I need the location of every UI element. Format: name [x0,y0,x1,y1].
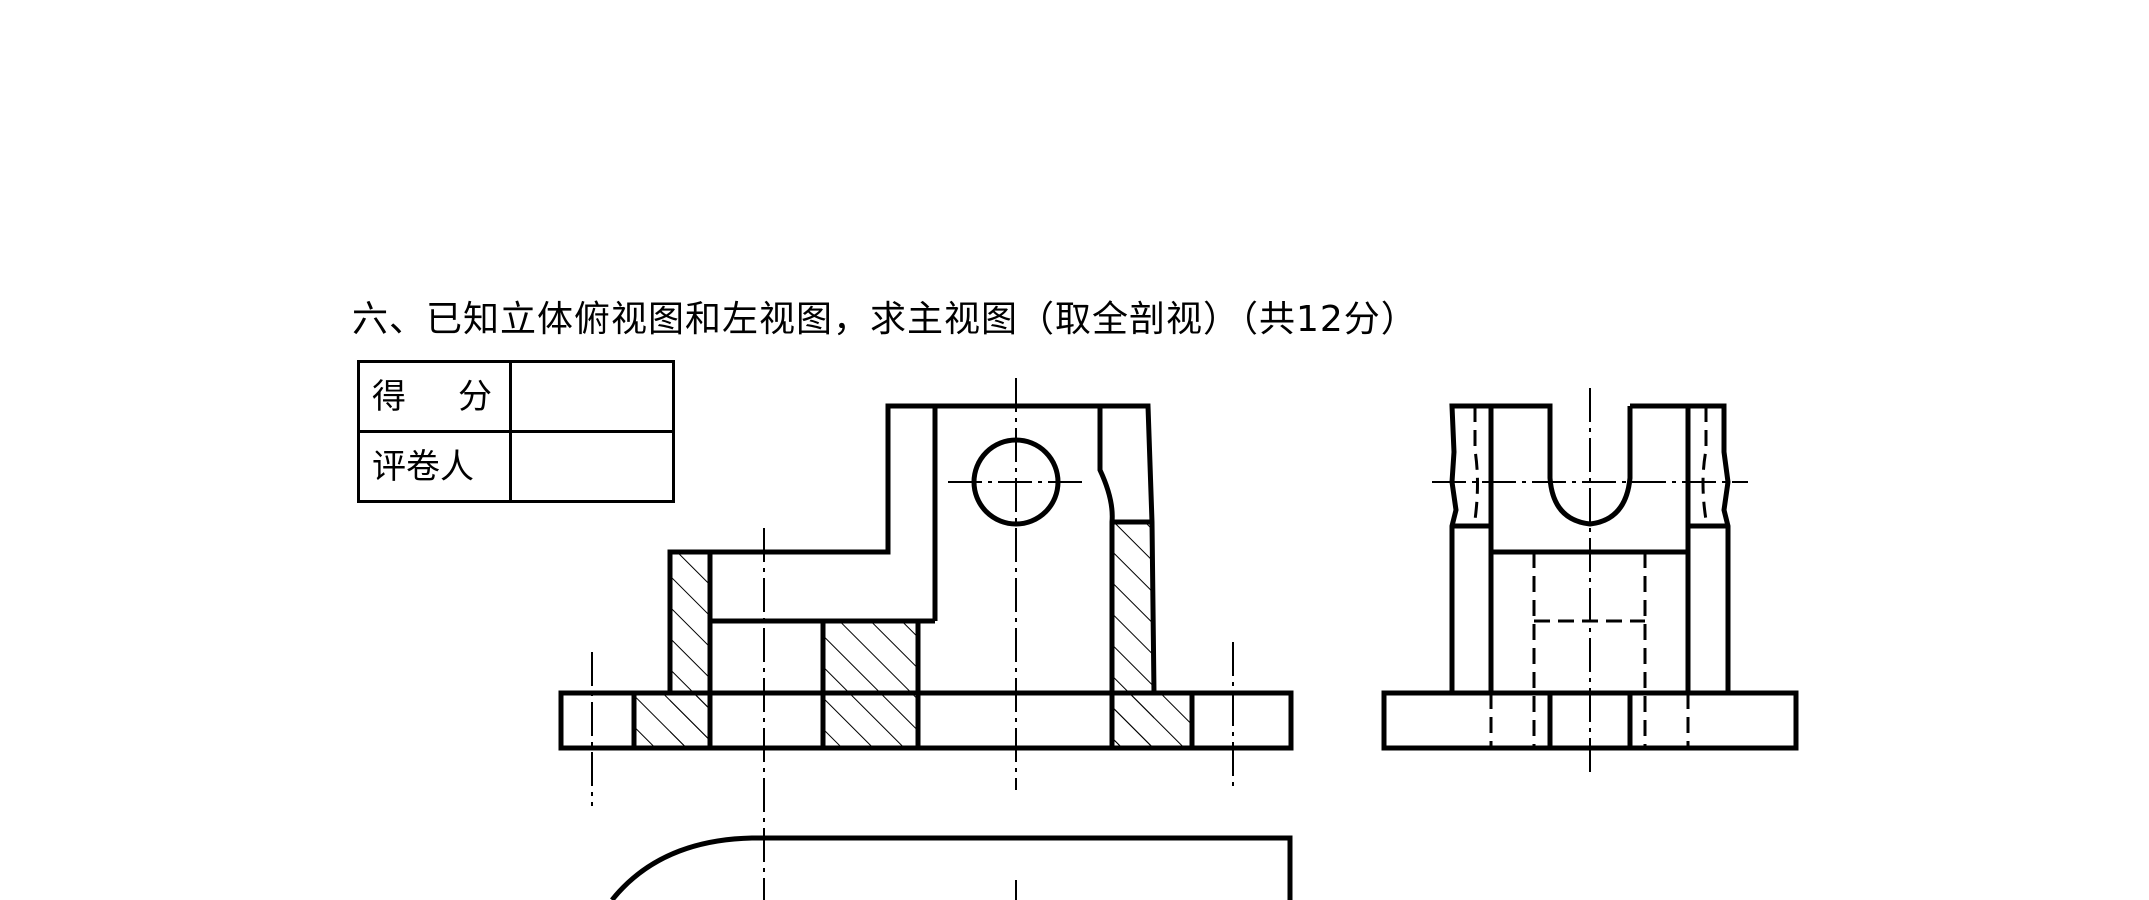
side-hidden-hole-left [1473,406,1479,521]
score-label-char-2: 分 [458,376,492,417]
score-table: 得分 评卷人 [357,360,675,503]
side-hidden-hole-right [1701,406,1708,521]
section-hatch-right-base [1112,693,1192,748]
section-hatch-left-base [634,693,710,748]
front-view [558,378,1294,900]
grader-label: 评卷人 [357,430,512,503]
grader-row: 评卷人 [357,430,675,503]
side-u-slot [1547,406,1633,527]
top-view [610,835,1293,900]
front-base-plate [558,690,1294,751]
section-hatch-center-block [823,621,918,748]
score-label-char-1: 得 [372,376,406,417]
score-value-cell[interactable] [509,360,675,433]
side-view [1381,388,1799,776]
side-body-outline [1449,403,1553,693]
top-view-outline [610,835,1293,900]
score-label: 得分 [357,360,512,433]
front-right-wall-inner [1097,406,1115,748]
score-row: 得分 [357,360,675,433]
grader-value-cell[interactable] [509,430,675,503]
question-title: 六、已知立体俯视图和左视图，求主视图（取全剖视）（共12分） [352,299,1418,340]
